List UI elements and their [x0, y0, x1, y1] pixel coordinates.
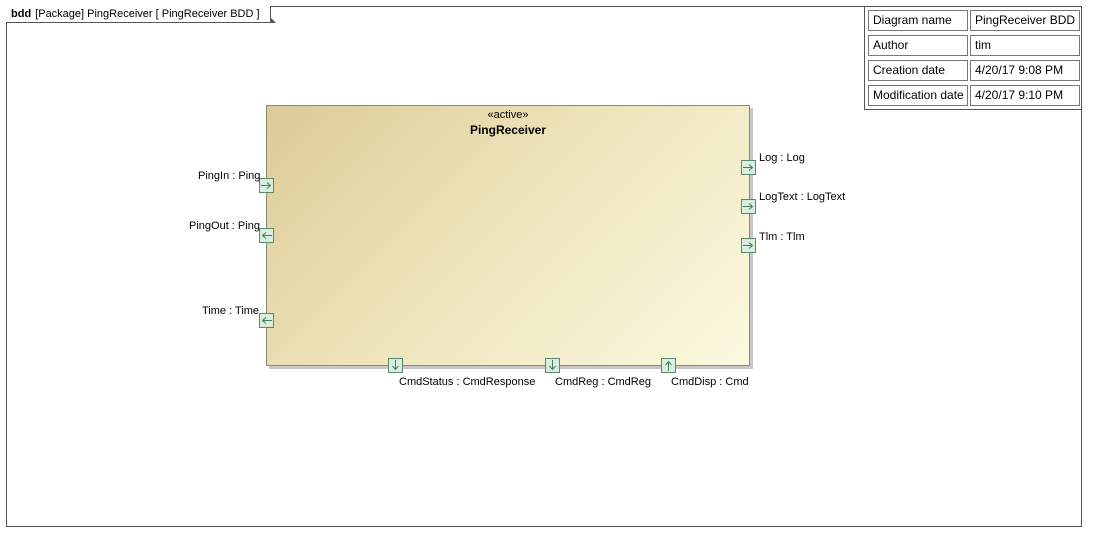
arrow-left-icon	[261, 232, 272, 239]
diagram-frame-header: bdd[Package] PingReceiver [ PingReceiver…	[6, 6, 276, 23]
info-value-creation-date: 4/20/17 9:08 PM	[970, 60, 1080, 81]
port-pingout[interactable]	[259, 228, 274, 243]
info-value-author: tim	[970, 35, 1080, 56]
info-key-diagram-name: Diagram name	[868, 10, 968, 31]
arrow-down-icon	[549, 360, 556, 371]
arrow-right-icon	[743, 164, 754, 171]
block-stereotype: «active»	[487, 109, 529, 121]
port-logtext-label: LogText : LogText	[759, 191, 846, 203]
arrow-right-icon	[743, 242, 754, 249]
port-log[interactable]	[741, 160, 756, 175]
block-pingreceiver[interactable]: «active» PingReceiver	[266, 105, 750, 366]
port-tlm-label: Tlm : Tlm	[759, 231, 805, 243]
port-cmdreg[interactable]	[545, 358, 560, 373]
port-pingin-label: PingIn : Ping	[198, 170, 261, 182]
port-logtext[interactable]	[741, 199, 756, 214]
port-cmddisp[interactable]	[661, 358, 676, 373]
info-value-modification-date: 4/20/17 9:10 PM	[970, 85, 1080, 106]
port-cmdreg-label: CmdReg : CmdReg	[555, 376, 651, 388]
port-pingout-label: PingOut : Ping	[189, 220, 260, 232]
port-log-label: Log : Log	[759, 152, 805, 164]
info-key-creation-date: Creation date	[868, 60, 968, 81]
diagram-frame	[6, 6, 1082, 527]
port-time-label: Time : Time	[202, 305, 260, 317]
block-name: PingReceiver	[469, 123, 547, 137]
port-tlm[interactable]	[741, 238, 756, 253]
diagram-title: [Package] PingReceiver [ PingReceiver BD…	[35, 8, 260, 20]
arrow-right-icon	[743, 203, 754, 210]
diagram-kind: bdd	[11, 8, 32, 20]
port-time[interactable]	[259, 313, 274, 328]
port-cmddisp-label: CmdDisp : Cmd	[671, 376, 749, 388]
info-value-diagram-name: PingReceiver BDD	[970, 10, 1080, 31]
info-key-modification-date: Modification date	[868, 85, 968, 106]
port-pingin[interactable]	[259, 178, 274, 193]
diagram-info-table: Diagram name PingReceiver BDD Author tim…	[864, 6, 1082, 110]
arrow-left-icon	[261, 317, 272, 324]
arrow-right-icon	[261, 182, 272, 189]
port-cmdstatus-label: CmdStatus : CmdResponse	[399, 376, 536, 388]
port-cmdstatus[interactable]	[388, 358, 403, 373]
arrow-up-icon	[665, 360, 672, 371]
arrow-down-icon	[392, 360, 399, 371]
info-key-author: Author	[868, 35, 968, 56]
